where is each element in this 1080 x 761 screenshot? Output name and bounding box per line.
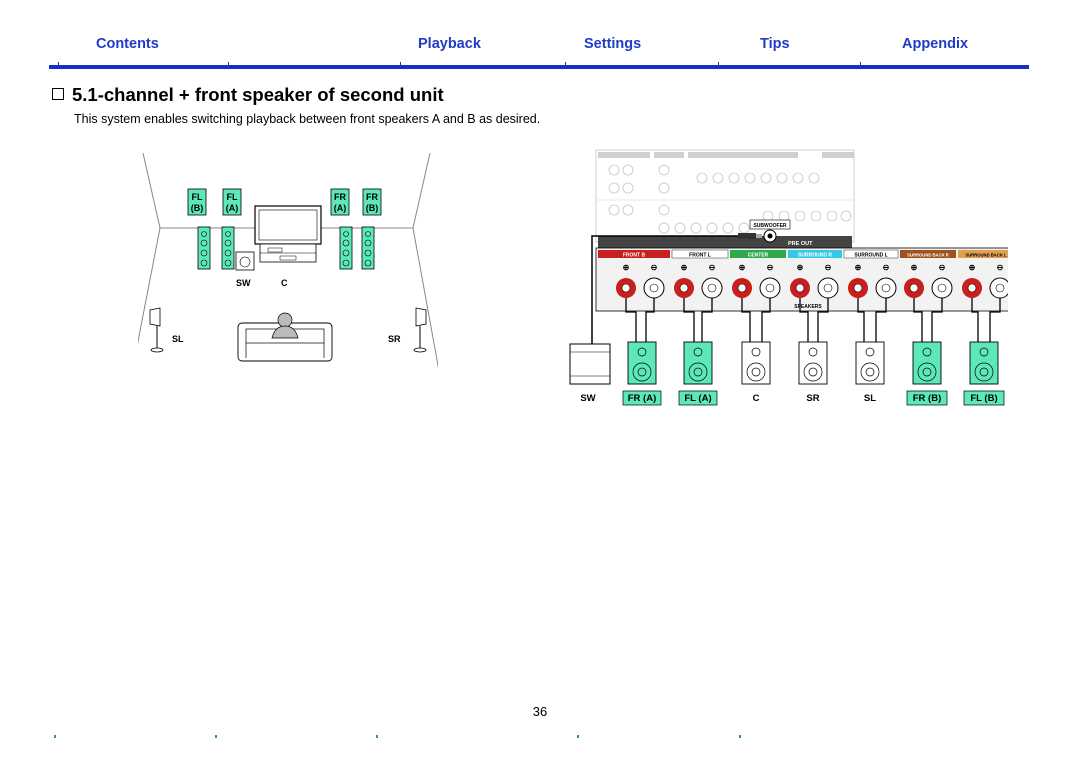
speaker-wires — [625, 298, 1001, 342]
svg-text:⊖: ⊖ — [651, 263, 658, 272]
nav-divider — [718, 62, 719, 65]
subwoofer-cable — [591, 233, 762, 348]
receiver-connection-diagram: PRE OUT SUBWOOFER FRONT B FRONT L CENTER… — [569, 149, 1008, 406]
room-layout-diagram: FL (B) FL (A) FR (A) FR (B) — [138, 152, 438, 369]
fl-a-label: FL (A) — [222, 188, 242, 216]
speaker-label-fr-a: FR (A) — [628, 393, 657, 404]
speaker-fr-b-box-icon — [912, 341, 942, 385]
svg-text:(A): (A) — [226, 203, 239, 213]
speaker-sr-box-icon — [798, 341, 828, 385]
binding-posts — [616, 277, 1008, 299]
speaker-terminal-panel: FRONT B FRONT L CENTER SURROUND R SURROU… — [595, 247, 1008, 312]
footer-marker — [739, 735, 741, 738]
speaker-label-fl-b: FL (B) — [970, 393, 997, 404]
checkbox-bullet-icon — [52, 88, 64, 100]
c-label: C — [281, 278, 288, 288]
svg-text:SURROUND BACK L: SURROUND BACK L — [965, 253, 1007, 258]
section-title: 5.1-channel + front speaker of second un… — [52, 84, 444, 106]
subwoofer-speaker-icon — [569, 343, 611, 385]
nav-divider — [58, 62, 59, 65]
speaker-fr-a-box-icon — [627, 341, 657, 385]
svg-text:⊖: ⊖ — [939, 263, 946, 272]
footer-marker — [54, 735, 56, 738]
fr-a-label: FR (A) — [330, 188, 350, 216]
svg-text:FRONT B: FRONT B — [623, 253, 646, 259]
page-number: 36 — [532, 704, 548, 719]
speaker-fl-a-icon — [221, 226, 235, 270]
speaker-fr-b-icon — [361, 226, 375, 270]
nav-playback-link[interactable]: Playback — [418, 36, 481, 52]
svg-text:⊖: ⊖ — [883, 263, 890, 272]
nav-divider — [565, 62, 566, 65]
svg-text:⊕: ⊕ — [681, 263, 688, 272]
nav-appendix-link[interactable]: Appendix — [902, 36, 969, 52]
sr-label: SR — [388, 334, 401, 344]
nav-divider — [400, 62, 401, 65]
svg-text:⊖: ⊖ — [767, 263, 774, 272]
sl-label: SL — [172, 334, 184, 344]
rear-panel-upper — [595, 149, 855, 243]
svg-text:⊕: ⊕ — [623, 263, 630, 272]
svg-text:PRE OUT: PRE OUT — [788, 241, 813, 247]
nav-settings-link[interactable]: Settings — [584, 36, 642, 52]
footer-marker — [577, 735, 579, 738]
speaker-fl-b-icon — [197, 226, 211, 270]
subwoofer-icon — [235, 251, 255, 271]
footer-marker — [376, 735, 378, 738]
nav-divider — [228, 62, 229, 65]
svg-text:(A): (A) — [334, 203, 347, 213]
svg-text:FR: FR — [334, 192, 346, 202]
nav-contents-link[interactable]: Contents — [96, 36, 159, 52]
svg-text:FRONT L: FRONT L — [689, 253, 711, 259]
svg-text:SUBWOOFER: SUBWOOFER — [753, 223, 786, 229]
svg-text:SURROUND BACK R: SURROUND BACK R — [907, 253, 949, 258]
nav-tips-link[interactable]: Tips — [760, 36, 790, 52]
intro-text: This system enables switching playback b… — [74, 112, 541, 126]
speaker-sr-icon — [413, 307, 427, 353]
svg-text:SPEAKERS: SPEAKERS — [794, 304, 822, 310]
tv-icon — [254, 205, 322, 263]
svg-text:(B): (B) — [191, 203, 204, 213]
fl-b-label: FL (B) — [187, 188, 207, 216]
pre-out-section: PRE OUT SUBWOOFER — [598, 219, 852, 248]
speaker-label-fl-a: FL (A) — [684, 393, 711, 404]
svg-text:FR: FR — [366, 192, 378, 202]
speaker-fr-a-icon — [339, 226, 353, 270]
nav-divider — [860, 62, 861, 65]
speaker-label-c: C — [753, 393, 760, 404]
speaker-c-box-icon — [741, 341, 771, 385]
sw-label: SW — [236, 278, 251, 288]
svg-text:SURROUND L: SURROUND L — [854, 253, 887, 259]
svg-text:⊖: ⊖ — [825, 263, 832, 272]
svg-text:FL: FL — [227, 192, 238, 202]
svg-text:⊕: ⊕ — [911, 263, 918, 272]
speaker-sl-box-icon — [855, 341, 885, 385]
nav-underline — [49, 65, 1029, 69]
fr-b-label: FR (B) — [362, 188, 382, 216]
top-navigation: Contents Playback Settings Tips Appendix — [50, 36, 1028, 58]
svg-text:⊕: ⊕ — [855, 263, 862, 272]
svg-text:⊕: ⊕ — [797, 263, 804, 272]
sofa-listener-icon — [237, 312, 333, 362]
speaker-label-fr-b: FR (B) — [913, 393, 942, 404]
svg-text:CENTER: CENTER — [748, 253, 769, 259]
speaker-fl-b-box-icon — [969, 341, 999, 385]
speaker-fl-a-box-icon — [683, 341, 713, 385]
speaker-label-sr: SR — [806, 393, 819, 404]
svg-text:FL: FL — [192, 192, 203, 202]
svg-text:(B): (B) — [366, 203, 379, 213]
svg-text:SURROUND R: SURROUND R — [798, 253, 832, 259]
svg-text:⊕: ⊕ — [969, 263, 976, 272]
svg-text:⊖: ⊖ — [997, 263, 1004, 272]
speaker-label-sl: SL — [864, 393, 876, 404]
speaker-label-sw: SW — [580, 393, 595, 404]
svg-text:⊕: ⊕ — [739, 263, 746, 272]
footer-marker — [215, 735, 217, 738]
svg-text:⊖: ⊖ — [709, 263, 716, 272]
speaker-sl-icon — [149, 307, 164, 353]
